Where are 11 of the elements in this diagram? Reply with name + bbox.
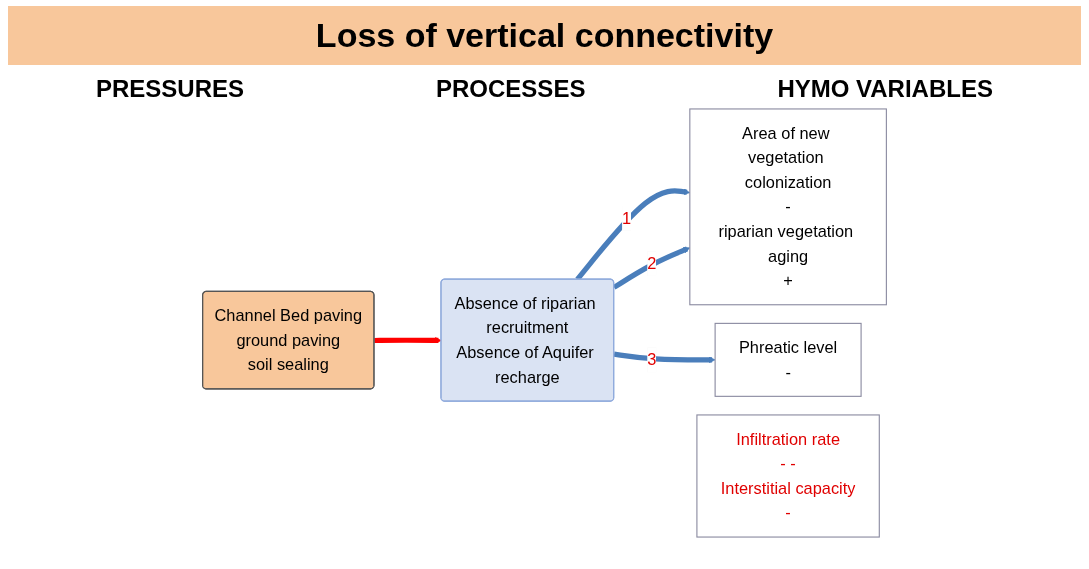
column-heading: HYMO VARIABLES xyxy=(777,75,993,103)
edge-label: 3 xyxy=(647,350,657,370)
edge-label: 1 xyxy=(622,209,632,228)
arrow xyxy=(613,351,716,364)
edge-label: 2 xyxy=(647,254,657,273)
title-banner: Loss of vertical connectivity xyxy=(8,6,1081,65)
column-heading: PRESSURES xyxy=(96,75,245,103)
column-heading: PROCESSES xyxy=(436,75,586,103)
node-box: Phreatic level - xyxy=(714,322,862,397)
node-box: Infiltration rate - - Interstitial capacity - xyxy=(696,414,880,538)
node-box: Area of new vegetation colonization - riparian vegetation aging + xyxy=(689,108,887,306)
